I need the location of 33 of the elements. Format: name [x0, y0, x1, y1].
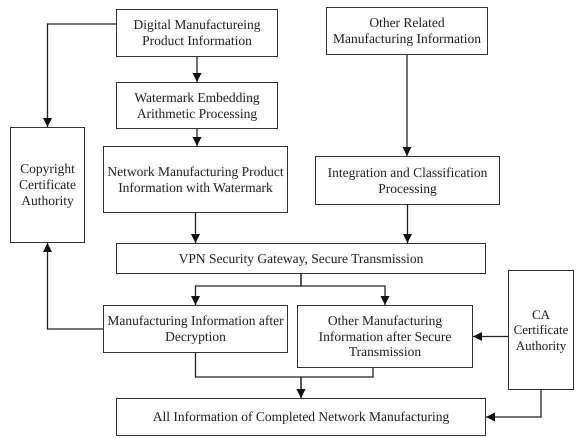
box-label: CA Certificate Authority [512, 307, 570, 353]
process-box [326, 7, 488, 55]
process-box [116, 398, 486, 436]
arrow [402, 55, 412, 156]
process-box [508, 270, 574, 390]
arrow [296, 368, 374, 398]
box-label: Network Manufacturing Product Information with Watermark [107, 164, 284, 196]
process-box [315, 156, 500, 205]
box-label: Other Related Manufacturing Information [332, 15, 482, 47]
box-label: VPN Security Gateway, Secure Transmission [178, 250, 424, 266]
box-label: Watermark Embedding Arithmetic Processing [133, 90, 261, 122]
arrow [300, 274, 390, 305]
arrow [192, 129, 202, 146]
arrow [473, 332, 508, 341]
process-box [10, 127, 85, 243]
arrow [486, 390, 542, 422]
box-label: Copyright Certificate Authority [18, 161, 77, 209]
arrow [191, 213, 200, 243]
box-label: Digital Manufactureing Product Information [132, 17, 262, 49]
box-label: Other Manufacturing Information after Secure Transmission [318, 312, 452, 360]
box-label: All Information of Completed Network Manufacturing [152, 409, 450, 425]
box-label: Integration and Classification Processing [326, 164, 488, 196]
arrow [192, 57, 202, 82]
box-label: Manufacturing Information after Decryption [107, 313, 284, 345]
process-box [103, 305, 288, 353]
process-box [116, 9, 278, 57]
arrow [43, 23, 116, 127]
arrow [43, 243, 103, 330]
process-box [297, 305, 473, 368]
process-box [103, 146, 288, 213]
process-box [116, 82, 278, 129]
process-box [116, 243, 486, 274]
arrow [403, 205, 412, 243]
